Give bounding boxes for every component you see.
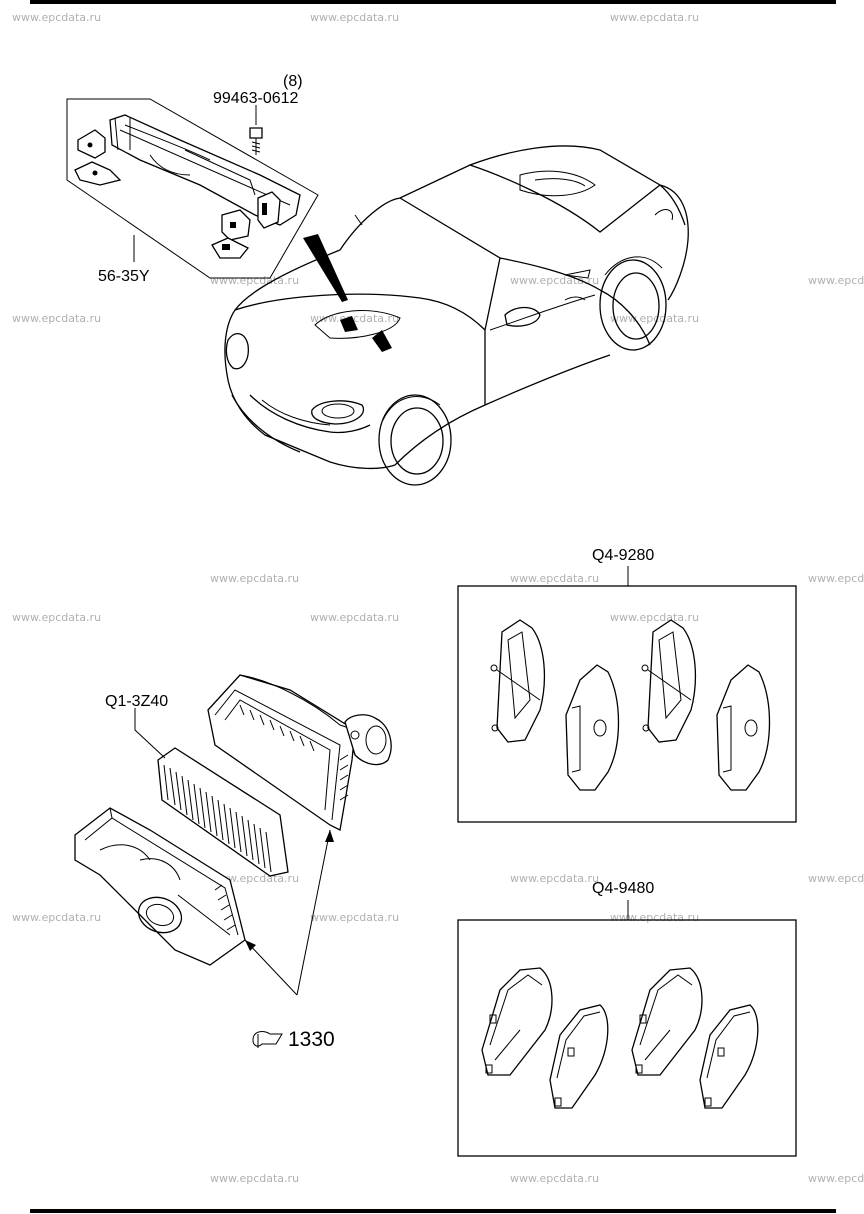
bolt-part-number: 99463-0612 [213,90,299,107]
watermark: www.epcdata.ru [808,274,864,287]
top-border [30,0,836,4]
watermark: www.epcdata.ru [510,1172,599,1185]
front-brake-pads-part-number: Q4-9280 [592,547,654,564]
air-cleaner-assembly [74,674,392,996]
rear-brake-pads [481,967,759,1109]
watermark: www.epcdata.ru [808,872,864,885]
reference-page-number: 1330 [288,1028,335,1051]
watermark: www.epcdata.ru [210,274,299,287]
front-brake-pads-box [457,585,797,823]
watermark: www.epcdata.ru [12,11,101,24]
watermark: www.epcdata.ru [610,611,699,624]
watermark: www.epcdata.ru [210,1172,299,1185]
watermark: www.epcdata.ru [310,11,399,24]
watermark: www.epcdata.ru [12,312,101,325]
watermark: www.epcdata.ru [210,572,299,585]
front-brake-pads [490,619,771,791]
watermark: www.epcdata.ru [610,11,699,24]
watermark: www.epcdata.ru [510,274,599,287]
strut-bar-part-number: 56-35Y [98,268,150,285]
rear-brake-pads-part-number: Q4-9480 [592,880,654,897]
watermark: www.epcdata.ru [12,611,101,624]
watermark: www.epcdata.ru [310,611,399,624]
watermark: www.epcdata.ru [12,911,101,924]
watermark: www.epcdata.ru [610,911,699,924]
watermark: www.epcdata.ru [808,1172,864,1185]
rear-brake-pads-box [457,919,797,1157]
watermark: www.epcdata.ru [210,872,299,885]
bolt-quantity-label: (8) [283,73,303,90]
watermark: www.epcdata.ru [808,572,864,585]
watermark: www.epcdata.ru [510,872,599,885]
watermark: www.epcdata.ru [310,911,399,924]
watermark: www.epcdata.ru [610,312,699,325]
air-filter-part-number: Q1-3Z40 [105,693,168,710]
reference-page-icon [252,1031,283,1048]
front-suspension-tower-bar [66,98,319,279]
watermark: www.epcdata.ru [510,572,599,585]
car-illustration [224,145,689,486]
bottom-border [30,1209,836,1213]
